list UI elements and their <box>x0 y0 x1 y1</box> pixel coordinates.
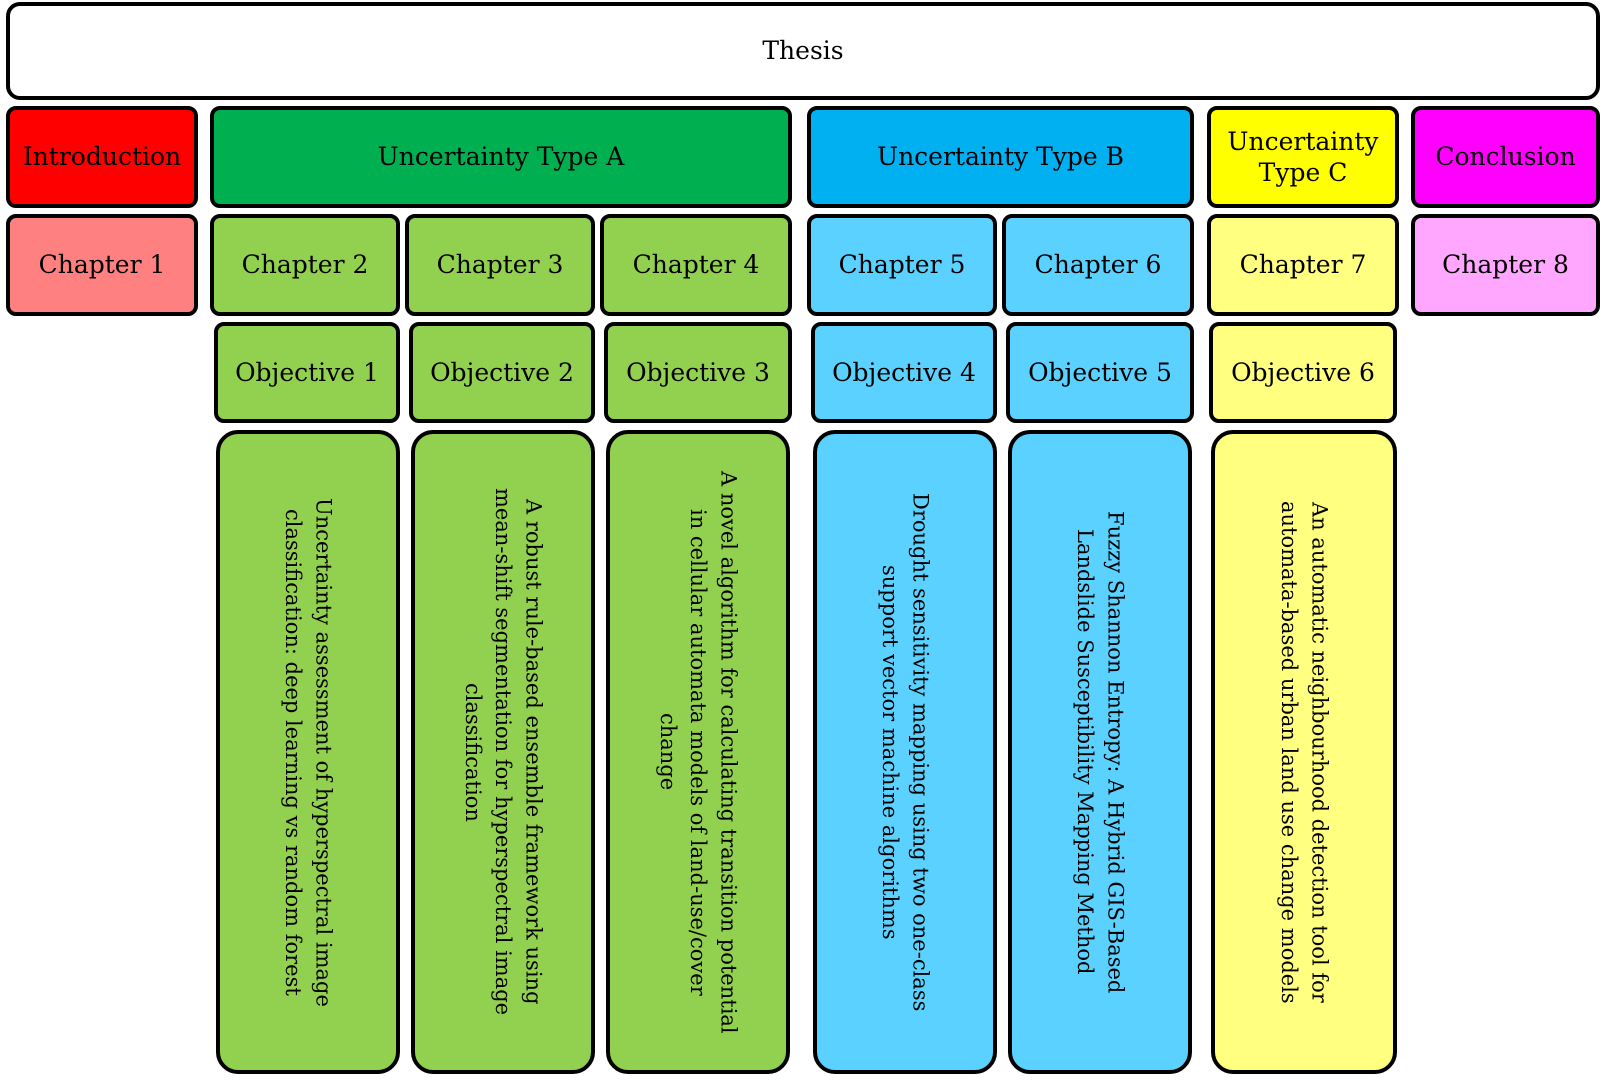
chapter-label: Chapter 4 <box>632 250 760 280</box>
chapter-5: Chapter 5 <box>807 214 997 316</box>
description-text: Drought sensitivity mapping using two on… <box>878 492 933 1012</box>
chapter-label: Chapter 7 <box>1239 250 1367 280</box>
chapter-1: Chapter 1 <box>6 214 198 316</box>
description-text: A novel algorithm for calculating transi… <box>655 470 741 1034</box>
objective-2: Objective 2 <box>409 322 595 423</box>
description-text: A robust rule-based ensemble framework u… <box>460 488 546 1016</box>
objective-label: Objective 4 <box>832 357 976 387</box>
description-text: An automatic neighbourhood detection too… <box>1277 500 1332 1004</box>
section-label: Uncertainty Type B <box>877 142 1124 172</box>
chapter-2: Chapter 2 <box>210 214 400 316</box>
chapter-8: Chapter 8 <box>1411 214 1600 316</box>
section-conclusion: Conclusion <box>1411 106 1600 208</box>
chapter-label: Chapter 2 <box>241 250 369 280</box>
objective-5-description: Fuzzy Shannon Entropy: A Hybrid GIS-Base… <box>1008 430 1192 1074</box>
chapter-label: Chapter 1 <box>38 250 166 280</box>
section-label: Introduction <box>22 142 182 172</box>
section-uncertainty-type-b: Uncertainty Type B <box>807 106 1194 208</box>
objective-6-description: An automatic neighbourhood detection too… <box>1211 430 1397 1074</box>
chapter-label: Chapter 8 <box>1442 250 1569 280</box>
objective-5: Objective 5 <box>1006 322 1194 423</box>
thesis-box: Thesis <box>6 2 1600 100</box>
chapter-label: Chapter 6 <box>1034 250 1162 280</box>
chapter-7: Chapter 7 <box>1207 214 1399 316</box>
objective-3-description: A novel algorithm for calculating transi… <box>606 430 790 1074</box>
objective-label: Objective 5 <box>1028 357 1172 387</box>
chapter-4: Chapter 4 <box>600 214 792 316</box>
objective-3: Objective 3 <box>604 322 792 423</box>
objective-1: Objective 1 <box>214 322 400 423</box>
chapter-6: Chapter 6 <box>1002 214 1194 316</box>
objective-2-description: A robust rule-based ensemble framework u… <box>411 430 595 1074</box>
objective-label: Objective 3 <box>626 357 770 387</box>
objective-4: Objective 4 <box>811 322 997 423</box>
section-label: Uncertainty Type A <box>377 142 625 172</box>
objective-6: Objective 6 <box>1209 322 1397 423</box>
chapter-3: Chapter 3 <box>405 214 595 316</box>
section-label: Uncertainty Type C <box>1227 126 1379 187</box>
description-text: Fuzzy Shannon Entropy: A Hybrid GIS-Base… <box>1073 510 1128 994</box>
chapter-label: Chapter 5 <box>838 250 966 280</box>
chapter-label: Chapter 3 <box>436 250 564 280</box>
thesis-label: Thesis <box>762 36 844 66</box>
section-uncertainty-type-c: Uncertainty Type C <box>1207 106 1399 208</box>
section-uncertainty-type-a: Uncertainty Type A <box>210 106 792 208</box>
description-text: Uncertainty assessment of hyperspectral … <box>281 497 336 1007</box>
objective-label: Objective 2 <box>430 357 574 387</box>
section-introduction: Introduction <box>6 106 198 208</box>
objective-4-description: Drought sensitivity mapping using two on… <box>813 430 997 1074</box>
objective-label: Objective 1 <box>235 357 379 387</box>
objective-label: Objective 6 <box>1231 357 1375 387</box>
section-label: Conclusion <box>1435 142 1576 172</box>
objective-1-description: Uncertainty assessment of hyperspectral … <box>216 430 400 1074</box>
